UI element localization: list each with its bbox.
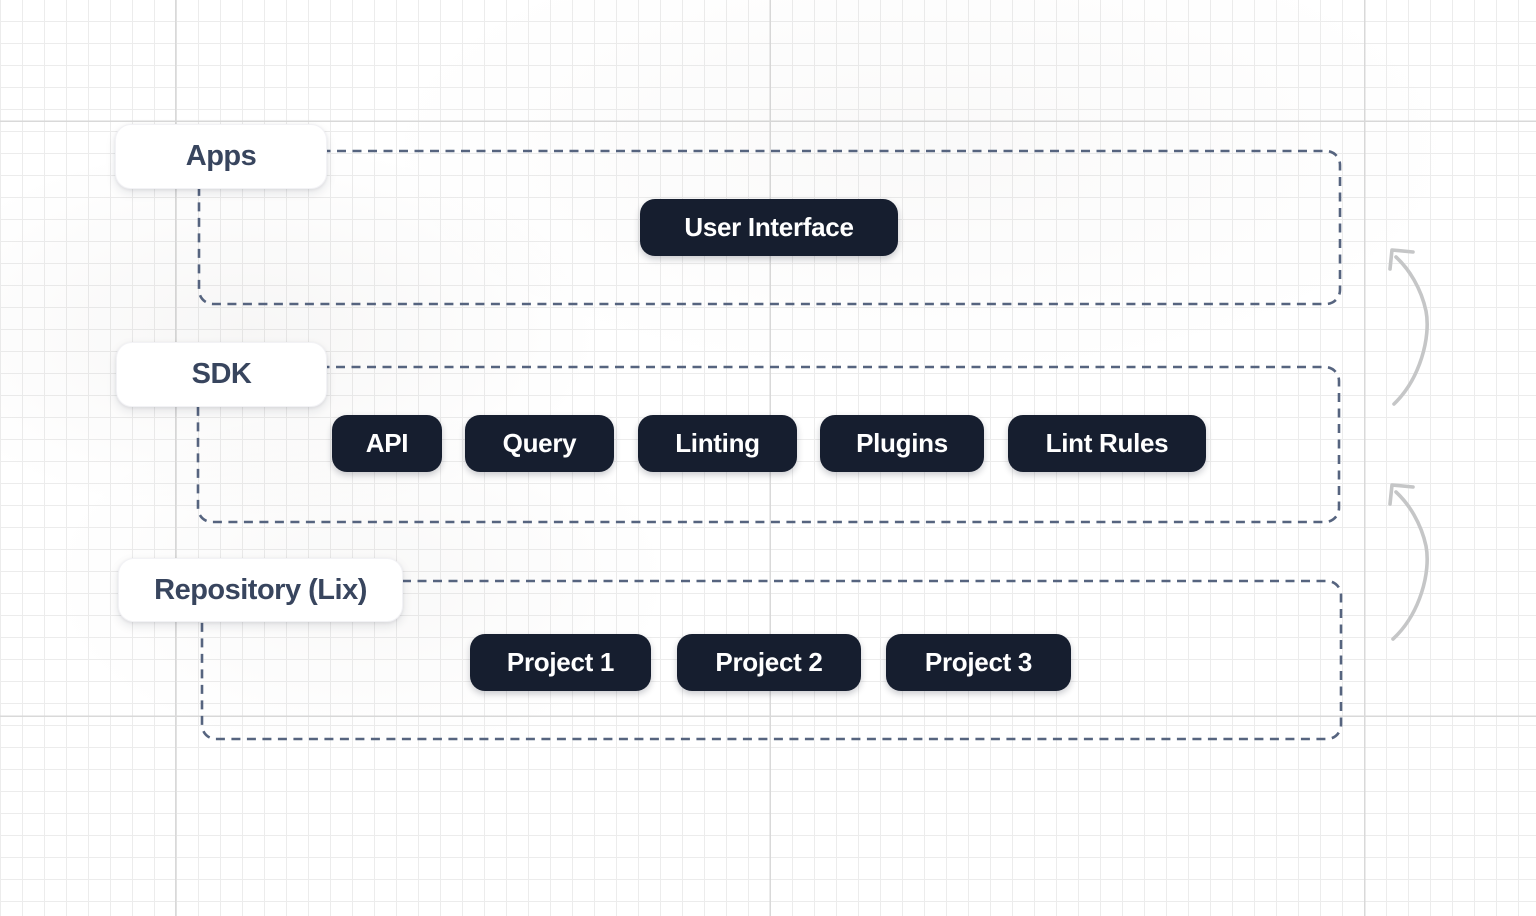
layer-label-sdk: SDK <box>116 342 327 407</box>
node-lint-rules: Lint Rules <box>1008 415 1206 472</box>
layer-label-repository: Repository (Lix) <box>118 558 403 622</box>
layer-label-apps: Apps <box>115 124 327 189</box>
node-project-3: Project 3 <box>886 634 1071 691</box>
layer-label-repository-text: Repository (Lix) <box>154 573 367 606</box>
node-api: API <box>332 415 442 472</box>
node-query: Query <box>465 415 614 472</box>
node-linting-text: Linting <box>675 428 760 458</box>
node-query-text: Query <box>502 428 577 458</box>
node-project-2: Project 2 <box>677 634 861 691</box>
layer-label-sdk-text: SDK <box>191 358 252 390</box>
node-project-1: Project 1 <box>470 634 651 691</box>
node-plugins: Plugins <box>820 415 984 472</box>
sdk-to-apps-arrow <box>1388 248 1429 406</box>
node-plugins-text: Plugins <box>856 428 948 458</box>
node-project-2-text: Project 2 <box>715 647 823 677</box>
node-lint-rules-text: Lint Rules <box>1045 428 1169 458</box>
node-user-interface-text: User Interface <box>684 212 854 242</box>
node-linting: Linting <box>638 415 797 472</box>
apps-layer-container <box>197 149 1342 306</box>
layer-label-apps-text: Apps <box>185 140 257 172</box>
sdk-layer-container <box>196 365 1341 524</box>
node-project-3-text: Project 3 <box>924 647 1033 677</box>
repository-layer-container <box>200 579 1343 741</box>
node-api-text: API <box>365 428 409 458</box>
repository-to-sdk-arrow <box>1388 483 1429 641</box>
node-project-1-text: Project 1 <box>506 647 615 677</box>
node-user-interface: User Interface <box>640 199 898 256</box>
